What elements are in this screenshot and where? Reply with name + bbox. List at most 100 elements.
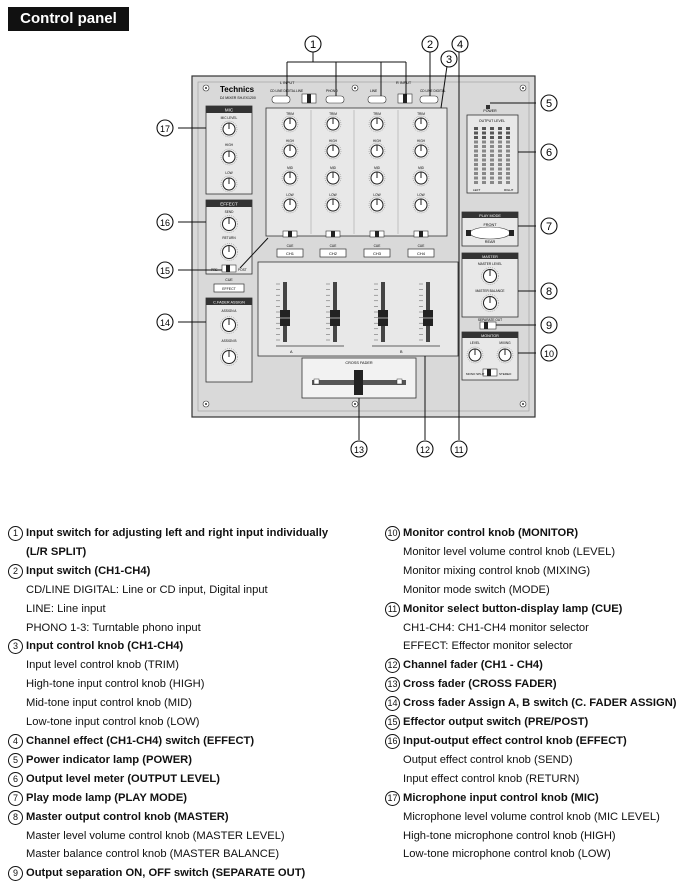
svg-text:EFFECT: EFFECT [220,202,238,207]
knob-icon[interactable] [412,169,430,187]
svg-text:14: 14 [160,318,170,328]
legend-title: Effector output switch (PRE/POST) [403,716,589,729]
knob-icon[interactable] [220,148,238,166]
svg-text:LEVEL: LEVEL [470,341,480,345]
panel-screws [202,84,527,408]
svg-text:3: 3 [446,54,452,66]
legend-number-icon: 2 [8,563,23,579]
effect-switch[interactable] [325,230,341,238]
assign-knobs [220,316,238,366]
knob-icon[interactable] [281,115,299,133]
mic-knobs [220,120,238,193]
knob-icon[interactable] [368,196,386,214]
effect-switch[interactable] [369,230,385,238]
callout-number: 10 [540,344,558,362]
svg-text:TRIM: TRIM [286,112,294,116]
svg-text:7: 7 [546,221,552,233]
input-switch-area-right: R INPUT LINE CD LINE DIGITAL [367,81,446,104]
legend-title: Input control knob (CH1-CH4) [26,640,184,653]
svg-text:ASSIGN B: ASSIGN B [221,339,236,343]
knob-icon[interactable] [220,348,238,366]
legend-title: Play mode lamp (PLAY MODE) [26,791,188,804]
svg-text:HIGH: HIGH [225,143,234,147]
c-fader-assign-section [205,297,253,383]
knob-icon[interactable] [281,196,299,214]
screw-icon [202,400,210,408]
knob-icon[interactable] [220,243,238,261]
callout-number: 16 [156,213,174,231]
legend-sub-line: Monitor level volume control knob (LEVEL… [403,545,616,558]
svg-text:CROSS FADER: CROSS FADER [345,361,372,365]
power-lamp [486,105,490,109]
knob-icon[interactable] [281,169,299,187]
svg-text:15: 15 [160,266,170,276]
knob-icon[interactable] [324,115,342,133]
callout-number: 13 [350,440,368,458]
svg-text:PHONO: PHONO [326,89,338,93]
legend-title: Master output control knob (MASTER) [26,810,229,823]
knob-icon[interactable] [220,215,238,233]
effect-switch[interactable] [413,230,429,238]
knob-icon[interactable] [412,196,430,214]
knob-icon[interactable] [496,346,514,364]
legend-title: Channel effect (CH1-CH4) switch (EFFECT) [26,734,255,747]
channel-fader[interactable] [419,282,433,342]
svg-text:MID: MID [374,166,381,170]
legend-number-icon: 16 [385,733,400,749]
knob-icon[interactable] [220,316,238,334]
legend-number-icon: 10 [385,526,400,541]
legend-number-icon: 7 [8,790,23,806]
legend-number-icon: 17 [385,790,400,806]
knob-icon[interactable] [481,267,499,285]
section-title: Control panel [8,7,129,31]
knob-icon[interactable] [220,175,238,193]
callout-number: 4 [451,35,469,53]
screw-icon [519,84,527,92]
knob-icon[interactable] [368,115,386,133]
svg-text:HIGH: HIGH [417,139,426,143]
channel-fader[interactable] [374,282,388,342]
legend-title: Channel fader (CH1 - CH4) [403,659,543,672]
knob-icon[interactable] [324,196,342,214]
knob-icon[interactable] [412,115,430,133]
knob-icon[interactable] [466,346,484,364]
legend-title: Microphone input control knob (MIC) [403,791,599,804]
legend-number-icon: 3 [8,639,23,655]
legend-sub-line: EFFECT: Effector monitor selector [403,640,573,653]
knob-icon[interactable] [324,169,342,187]
svg-text:REAR: REAR [485,240,496,244]
svg-text:CUE: CUE [418,244,425,248]
knob-icon[interactable] [481,294,499,312]
knob-icon[interactable] [220,120,238,138]
knob-icon[interactable] [368,142,386,160]
effect-switch[interactable] [282,230,298,238]
legend-sub-line: LINE: Line input [26,602,106,615]
knob-icon[interactable] [324,142,342,160]
knob-icon[interactable] [412,142,430,160]
channel-fader[interactable] [326,282,340,342]
svg-text:TRIM: TRIM [329,112,337,116]
screw-icon [519,400,527,408]
svg-text:LOW: LOW [286,193,293,197]
channel-fader[interactable] [276,282,290,342]
knob-icon[interactable] [368,169,386,187]
knob-icon[interactable] [281,142,299,160]
legend-sub-line: Low-tone input control knob (LOW) [26,716,200,729]
legend-sub-line: CD/LINE DIGITAL: Line or CD input, Digit… [26,583,268,596]
svg-text:1: 1 [310,39,316,51]
svg-text:SEND: SEND [225,210,235,214]
svg-text:LOW: LOW [225,171,232,175]
legend-number-icon: 1 [8,526,23,541]
svg-text:6: 6 [546,147,552,159]
